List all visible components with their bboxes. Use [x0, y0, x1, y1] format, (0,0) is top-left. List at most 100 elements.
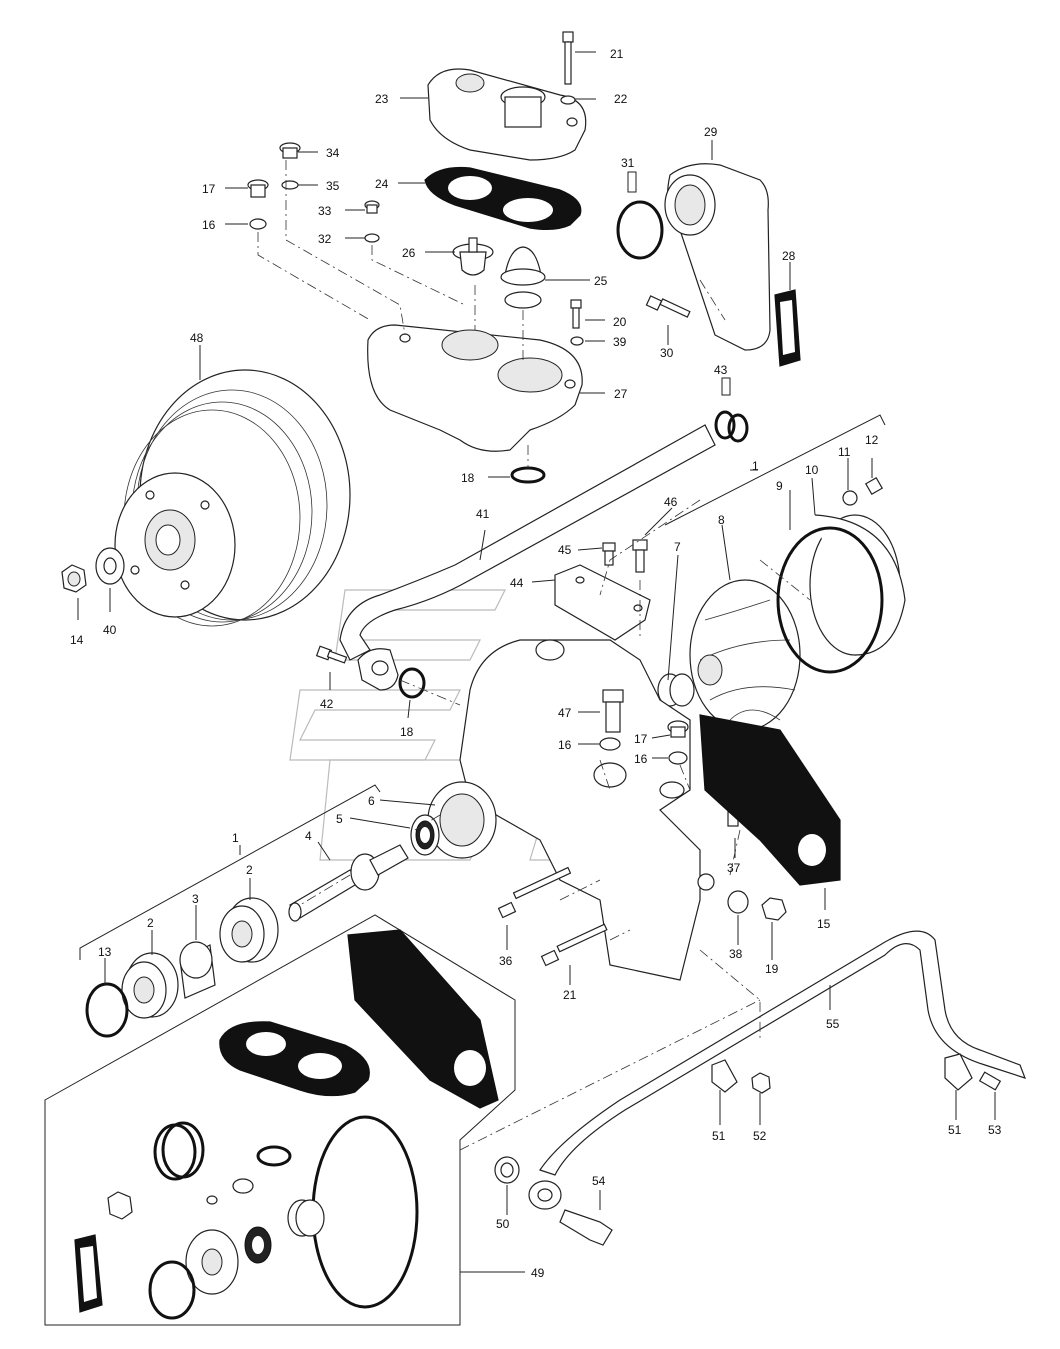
callout-47: 47: [558, 706, 572, 720]
drain-pipe-55: [539, 930, 1027, 1176]
callout-18-mid: 18: [400, 725, 414, 739]
callout-43: 43: [714, 363, 728, 377]
callout-52: 52: [753, 1129, 767, 1143]
shaft-4: [288, 844, 409, 922]
bolt-30: [645, 295, 691, 318]
kit-gaskets: [74, 929, 499, 1320]
callout-4: 4: [305, 829, 312, 843]
callout-5: 5: [336, 812, 343, 826]
callout-1-top: 1: [752, 459, 759, 473]
callout-20: 20: [613, 315, 627, 329]
callout-2-right: 2: [246, 863, 253, 877]
thermostat-cover-23: [427, 68, 587, 161]
gasket-24: [424, 166, 582, 231]
washer-40: [95, 547, 125, 585]
callout-45: 45: [558, 543, 572, 557]
callout-40: 40: [103, 623, 117, 637]
callout-21-lower: 21: [563, 988, 577, 1002]
washer-16-mid: [599, 737, 621, 751]
nut-14: [61, 564, 87, 593]
nut-52: [751, 1072, 771, 1094]
callout-37: 37: [727, 861, 741, 875]
callout-16-right: 16: [634, 752, 648, 766]
screw-53: [978, 1071, 1002, 1091]
callout-41: 41: [476, 507, 490, 521]
callout-23: 23: [375, 92, 389, 106]
callout-3: 3: [192, 892, 199, 906]
callout-13: 13: [98, 945, 112, 959]
callout-32: 32: [318, 232, 332, 246]
bearing-2-left: [121, 952, 179, 1019]
oring-9: [776, 526, 884, 674]
washer-32: [364, 233, 380, 243]
callout-44: 44: [510, 576, 524, 590]
callout-12: 12: [865, 433, 879, 447]
outlet-elbow-29: [664, 163, 771, 351]
washer-35: [281, 180, 299, 190]
callout-16-top: 16: [202, 218, 216, 232]
screw-12: [864, 476, 884, 496]
callout-26: 26: [402, 246, 416, 260]
pump-housing-6: [427, 639, 715, 981]
bolt-45: [602, 542, 616, 566]
clip-51-left: [711, 1059, 738, 1093]
callout-31: 31: [621, 156, 635, 170]
callout-48: 48: [190, 331, 204, 345]
callout-1-lower: 1: [232, 831, 239, 845]
gasket-28: [774, 289, 801, 367]
callout-7: 7: [674, 540, 681, 554]
callout-35: 35: [326, 179, 340, 193]
bolt-46: [632, 539, 648, 573]
callout-labels: 21 22 23 29 34 31 17 35 24 33 16 32 26 2…: [70, 47, 1002, 1280]
callout-36: 36: [499, 954, 513, 968]
pulley-48: [114, 369, 351, 627]
callout-14: 14: [70, 633, 84, 647]
callout-6: 6: [368, 794, 375, 808]
oring-18-top: [510, 466, 546, 484]
callout-21-top: 21: [610, 47, 624, 61]
oring-18-mid: [398, 667, 426, 699]
seal-7: [657, 673, 695, 707]
thermostat-housing-27: [367, 324, 583, 452]
banjo-54: [528, 1180, 613, 1246]
callout-51-right: 51: [948, 1123, 962, 1137]
bolt-21-top: [562, 31, 574, 85]
callout-38: 38: [729, 947, 743, 961]
callout-49: 49: [531, 1266, 545, 1280]
repair-kit-box-49: [44, 914, 516, 1326]
flange-42: [357, 648, 399, 691]
callout-54: 54: [592, 1174, 606, 1188]
callout-24: 24: [375, 177, 389, 191]
callout-15: 15: [817, 917, 831, 931]
clip-51-right: [944, 1053, 973, 1091]
bearing-2-right: [219, 897, 279, 963]
callout-30: 30: [660, 346, 674, 360]
callout-50: 50: [496, 1217, 510, 1231]
callout-9: 9: [776, 479, 783, 493]
callout-11: 11: [838, 445, 851, 459]
callout-8: 8: [718, 513, 725, 527]
washer-16-right: [668, 751, 688, 765]
callout-39: 39: [613, 335, 627, 349]
oring-31: [616, 200, 664, 260]
callout-53: 53: [988, 1123, 1002, 1137]
callout-17-mid: 17: [634, 732, 648, 746]
screw-20: [570, 299, 582, 329]
screw-42: [315, 645, 348, 664]
callout-10: 10: [805, 463, 819, 477]
callout-2-left: 2: [147, 916, 154, 930]
nipple-47: [602, 689, 624, 733]
thermostat-25: [500, 246, 546, 309]
callout-16-mid: 16: [558, 738, 572, 752]
thermostat-26: [452, 237, 494, 276]
pump-cover-10: [809, 514, 906, 656]
gasket-15: [699, 714, 841, 886]
callout-33: 33: [318, 204, 332, 218]
spacer-3: [179, 941, 216, 999]
callout-42: 42: [320, 697, 334, 711]
circlip-13: [85, 982, 129, 1038]
callout-19: 19: [765, 962, 779, 976]
callout-17-top: 17: [202, 182, 216, 196]
callout-27: 27: [614, 387, 628, 401]
bypass-pipe-41: [339, 424, 716, 661]
